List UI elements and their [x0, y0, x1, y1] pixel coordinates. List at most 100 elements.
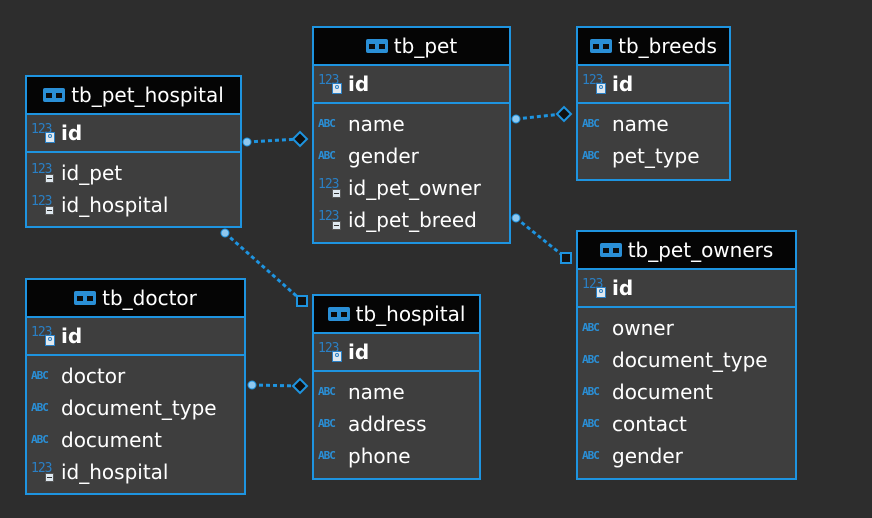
text-type-icon: [582, 413, 612, 435]
primary-key-row[interactable]: id: [578, 270, 795, 308]
text-type-icon: [582, 113, 612, 135]
entity-title: tb_pet: [393, 34, 458, 58]
key-icon: [45, 335, 55, 346]
numeric-type-icon: [318, 341, 348, 363]
column-name: gender: [612, 444, 683, 468]
column-row[interactable]: name: [314, 376, 479, 408]
column-list: name pet_type: [578, 104, 729, 172]
relationship-pet-owners: [511, 213, 572, 264]
text-type-icon: [318, 145, 348, 167]
entity-header[interactable]: tb_pet_owners: [578, 232, 795, 270]
column-name: id_pet_owner: [348, 176, 481, 200]
column-row[interactable]: doctor: [27, 360, 244, 392]
entity-header[interactable]: tb_pet: [314, 28, 509, 66]
table-icon: [590, 39, 613, 53]
numeric-type-icon: [318, 177, 348, 199]
column-row[interactable]: pet_type: [578, 140, 729, 172]
entity-tb-breeds[interactable]: tb_breedsid name pet_type: [576, 26, 731, 181]
primary-key-name: id: [348, 340, 370, 364]
primary-key-row[interactable]: id: [314, 334, 479, 372]
key-icon: [45, 132, 55, 143]
entity-title: tb_breeds: [618, 34, 717, 58]
numeric-type-icon: [31, 325, 61, 347]
text-type-icon: [582, 317, 612, 339]
column-name: owner: [612, 316, 674, 340]
column-name: pet_type: [612, 144, 700, 168]
column-name: id_pet: [61, 161, 123, 185]
primary-key-row[interactable]: id: [27, 115, 240, 153]
entity-title: tb_pet_owners: [627, 238, 774, 262]
column-name: document_type: [612, 348, 768, 372]
column-name: document: [61, 428, 162, 452]
text-type-icon: [582, 145, 612, 167]
entity-tb-pet-hospital[interactable]: tb_pet_hospitalid id_pet id_hospital: [25, 75, 242, 228]
entity-tb-hospital[interactable]: tb_hospitalid name address phone: [312, 294, 481, 480]
text-type-icon: [582, 445, 612, 467]
numeric-type-icon: [318, 73, 348, 95]
column-name: document_type: [61, 396, 217, 420]
primary-key-name: id: [61, 324, 83, 348]
foreign-key-icon: [332, 189, 341, 198]
foreign-key-icon: [332, 221, 341, 230]
column-name: doctor: [61, 364, 126, 388]
column-row[interactable]: id_pet_breed: [314, 204, 509, 236]
entity-header[interactable]: tb_pet_hospital: [27, 77, 240, 115]
column-row[interactable]: id_hospital: [27, 189, 240, 221]
numeric-type-icon: [582, 277, 612, 299]
column-list: namegender id_pet_owner id_pet_breed: [314, 104, 509, 236]
column-row[interactable]: document: [578, 376, 795, 408]
entity-title: tb_doctor: [102, 286, 197, 310]
column-row[interactable]: gender: [578, 440, 795, 472]
column-row[interactable]: document_type: [578, 344, 795, 376]
column-row[interactable]: name: [578, 108, 729, 140]
text-type-icon: [31, 429, 61, 451]
text-type-icon: [582, 349, 612, 371]
column-row[interactable]: owner: [578, 312, 795, 344]
table-icon: [74, 291, 97, 305]
numeric-type-icon: [31, 122, 61, 144]
numeric-type-icon: [31, 194, 61, 216]
foreign-key-icon: [45, 473, 54, 482]
table-icon: [599, 243, 622, 257]
column-name: address: [348, 412, 427, 436]
entity-header[interactable]: tb_doctor: [27, 280, 244, 318]
table-icon: [365, 39, 388, 53]
entity-title: tb_pet_hospital: [71, 83, 224, 107]
entity-tb-pet-owners[interactable]: tb_pet_ownersid owner document_typedocumen…: [576, 230, 797, 480]
column-row[interactable]: phone: [314, 440, 479, 472]
text-type-icon: [31, 365, 61, 387]
column-row[interactable]: id_pet_owner: [314, 172, 509, 204]
column-name: document: [612, 380, 713, 404]
table-icon: [327, 307, 350, 321]
primary-key-name: id: [612, 276, 634, 300]
primary-key-name: id: [348, 72, 370, 96]
primary-key-row[interactable]: id: [27, 318, 244, 356]
primary-key-row[interactable]: id: [314, 66, 509, 104]
foreign-key-icon: [45, 174, 54, 183]
primary-key-name: id: [61, 121, 83, 145]
column-row[interactable]: contact: [578, 408, 795, 440]
column-row[interactable]: name: [314, 108, 509, 140]
entity-header[interactable]: tb_hospital: [314, 296, 479, 334]
column-name: id_hospital: [61, 460, 169, 484]
text-type-icon: [31, 397, 61, 419]
column-list: doctor document_type document id_hospital: [27, 356, 244, 488]
text-type-icon: [582, 381, 612, 403]
entity-header[interactable]: tb_breeds: [578, 28, 729, 66]
column-name: phone: [348, 444, 411, 468]
column-name: contact: [612, 412, 687, 436]
column-row[interactable]: id_pet: [27, 157, 240, 189]
entity-tb-doctor[interactable]: tb_doctorid doctor document_type document id…: [25, 278, 246, 495]
column-row[interactable]: document: [27, 424, 244, 456]
text-type-icon: [318, 413, 348, 435]
entity-tb-pet[interactable]: tb_petid namegender id_pet_owner id_pet_bre…: [312, 26, 511, 244]
column-row[interactable]: address: [314, 408, 479, 440]
column-row[interactable]: gender: [314, 140, 509, 172]
numeric-type-icon: [31, 461, 61, 483]
column-row[interactable]: document_type: [27, 392, 244, 424]
entity-title: tb_hospital: [355, 302, 466, 326]
key-icon: [332, 83, 342, 94]
column-row[interactable]: id_hospital: [27, 456, 244, 488]
primary-key-row[interactable]: id: [578, 66, 729, 104]
column-name: id_pet_breed: [348, 208, 477, 232]
